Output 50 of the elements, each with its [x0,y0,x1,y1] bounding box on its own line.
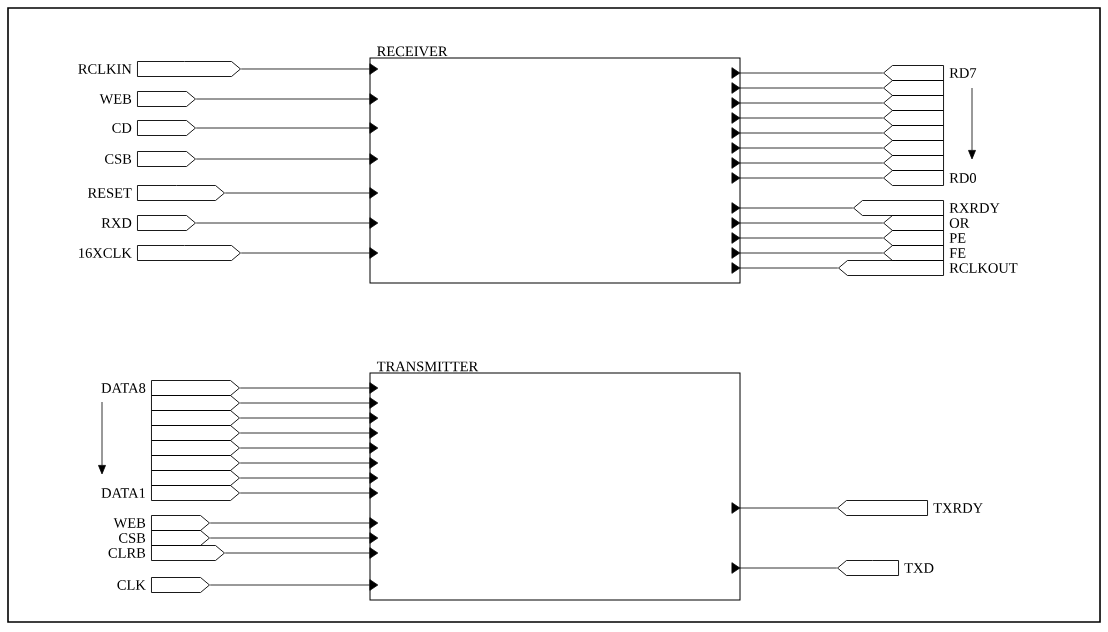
signal-line [731,127,884,139]
signal-line [731,232,884,244]
port-symbol [883,140,944,156]
signal-line [731,247,884,259]
port-symbol [151,425,240,441]
port-symbol [151,410,240,426]
signal-line [731,172,884,184]
signal-line [195,93,379,105]
signal-line [731,97,884,109]
port-symbol [151,470,240,486]
signal-line [239,412,379,424]
signal-line [195,122,379,134]
port-symbol [883,80,944,96]
signal-line [195,153,379,165]
signal-line [239,472,379,484]
port-symbol [883,110,944,126]
signal-line [209,579,379,591]
port-symbol [883,125,944,141]
signal-line [239,427,379,439]
signal-line [224,187,379,199]
block-box: RECEIVER [369,46,741,284]
node-label: RECEIVER [377,46,448,57]
port-symbol [151,395,240,411]
port-symbol [151,455,240,471]
signal-line [731,112,884,124]
port-symbol [151,440,240,456]
signal-line [239,457,379,469]
port-symbol [883,95,944,111]
signal-line [731,502,838,514]
signal-line [239,382,379,394]
signal-line [240,63,379,75]
signal-line [195,217,379,229]
block-box: TRANSMITTER [369,361,741,601]
signal-line [731,142,884,154]
signal-line [731,82,884,94]
signal-line [240,247,379,259]
signal-line [731,562,838,574]
signal-line [209,517,379,529]
signal-line [731,217,884,229]
signal-line [239,487,379,499]
signal-line [239,397,379,409]
port-symbol [883,155,944,171]
signal-line [731,67,884,79]
signal-line [731,262,839,274]
signal-line [224,547,379,559]
signal-line [239,442,379,454]
signal-line [731,202,854,214]
node-label: TRANSMITTER [376,361,479,372]
signal-line [209,532,379,544]
signal-line [731,157,884,169]
